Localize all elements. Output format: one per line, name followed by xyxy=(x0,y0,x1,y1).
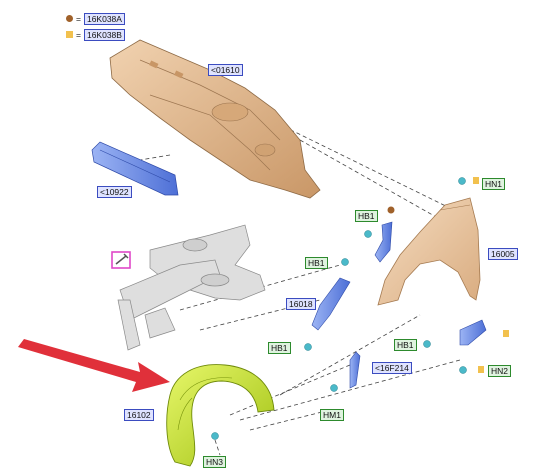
legend-a-marker xyxy=(387,206,395,214)
callout-16018[interactable]: 16018 xyxy=(286,298,316,310)
leader-line xyxy=(239,104,461,214)
leader-line xyxy=(229,364,351,416)
front-fender xyxy=(377,197,481,306)
fastener xyxy=(459,366,467,374)
fastener xyxy=(423,340,431,348)
fastener xyxy=(364,230,372,238)
callout-hb1-right[interactable]: HB1 xyxy=(394,339,417,351)
legend-row-a: = 16K038A xyxy=(66,12,125,25)
callout-hn2[interactable]: HN2 xyxy=(488,365,512,377)
leader-line xyxy=(239,359,461,421)
callout-hn3[interactable]: HN3 xyxy=(203,456,227,468)
legend-b-marker xyxy=(503,330,509,337)
leader-line xyxy=(279,314,421,396)
legend-b-marker xyxy=(478,366,484,373)
callout-10922[interactable]: <10922 xyxy=(97,186,132,198)
red-arrow-icon xyxy=(18,339,170,392)
legend-square-icon xyxy=(66,31,73,38)
callout-16f214[interactable]: <16F214 xyxy=(372,362,412,374)
callout-16102[interactable]: 16102 xyxy=(124,409,154,421)
fastener xyxy=(330,384,338,392)
fastener xyxy=(211,432,219,440)
front-frame xyxy=(117,224,266,351)
legend-equals: = xyxy=(76,29,81,40)
bracket-16f214 xyxy=(349,351,361,389)
callout-hb1-upper[interactable]: HB1 xyxy=(355,210,378,222)
legend-code-b[interactable]: 16K038B xyxy=(83,28,125,41)
legend-row-b: = 16K038B xyxy=(66,28,125,41)
fastener-highlight xyxy=(111,251,131,269)
bracket-hn2 xyxy=(459,319,487,346)
callout-hb1-lower[interactable]: HB1 xyxy=(268,342,291,354)
legend-equals: = xyxy=(76,13,81,24)
fasteners xyxy=(211,177,467,440)
callout-hn1[interactable]: HN1 xyxy=(482,178,506,190)
fastener xyxy=(304,343,312,351)
fastener xyxy=(458,177,466,185)
legend-code-a[interactable]: 16K038A xyxy=(83,12,125,25)
leader-line xyxy=(214,439,221,456)
callout-hm1[interactable]: HM1 xyxy=(320,409,344,421)
dash-panel xyxy=(109,39,321,199)
leader-line xyxy=(249,409,331,431)
legend-dot-icon xyxy=(66,15,73,22)
fastener xyxy=(341,258,349,266)
fender-bracket-16018 xyxy=(311,277,351,331)
wheel-arch-liner xyxy=(166,364,275,467)
callout-hb1-mid[interactable]: HB1 xyxy=(305,257,328,269)
fender-bracket-upper xyxy=(374,221,393,263)
callout-16005[interactable]: 16005 xyxy=(488,248,518,260)
callout-01610[interactable]: <01610 xyxy=(208,64,243,76)
dash-bracket xyxy=(91,141,179,196)
legend-b-marker xyxy=(473,177,479,184)
leader-lines xyxy=(109,104,469,456)
